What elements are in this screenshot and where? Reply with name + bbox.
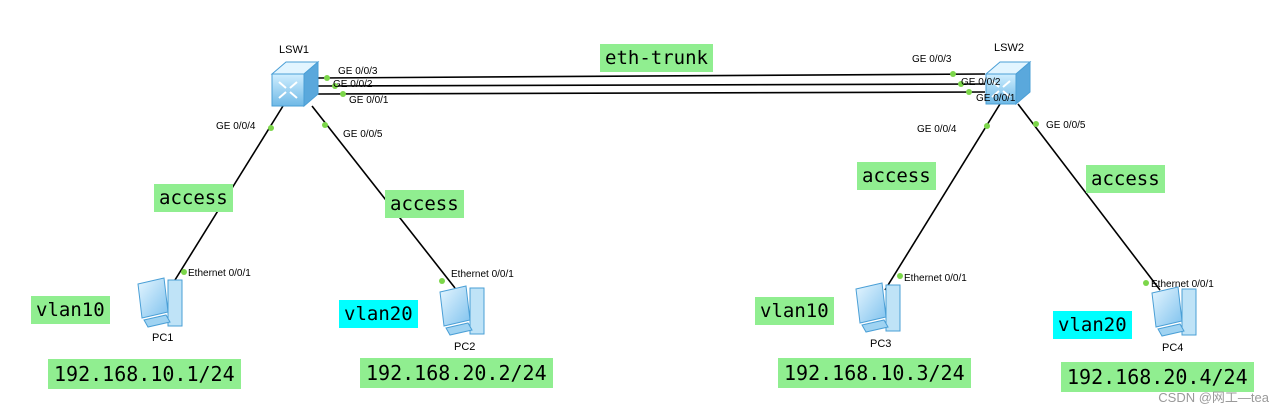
port-label: GE 0/0/4: [917, 124, 957, 135]
port-dot: [322, 122, 328, 128]
port-dot: [950, 71, 956, 77]
port-label: GE 0/0/2: [333, 79, 373, 90]
switch-lsw2[interactable]: LSW2: [984, 42, 1032, 106]
pc-tower: [1181, 288, 1197, 336]
pc-name: PC1: [152, 332, 173, 344]
port-dot: [340, 91, 346, 97]
link-lsw1-pc2: [311, 105, 456, 289]
port-dot: [984, 123, 990, 129]
switch-name: LSW2: [994, 42, 1024, 54]
access-label-pc1: access: [154, 184, 233, 212]
port-label: Ethernet 0/0/1: [1151, 279, 1214, 290]
port-dot: [1143, 280, 1149, 286]
pc-pc3[interactable]: PC3: [855, 282, 901, 350]
monitor-icon: [439, 285, 471, 327]
port-dot: [181, 269, 187, 275]
port-dots: [181, 71, 1149, 286]
pc-name: PC3: [870, 338, 891, 350]
port-dot: [439, 278, 445, 284]
vlan-label-pc3: vlan10: [755, 297, 834, 325]
port-dot: [332, 83, 338, 89]
link-lsw2-pc4: [1017, 103, 1161, 291]
port-label: Ethernet 0/0/1: [904, 273, 967, 284]
pc-pc1[interactable]: PC1: [137, 277, 183, 344]
switch-lsw1[interactable]: LSW1: [270, 44, 320, 108]
vlan-label-pc4: vlan20: [1053, 311, 1132, 339]
ip-label-pc3: 192.168.10.3/24: [778, 358, 971, 388]
pc-name: PC2: [454, 341, 475, 353]
vlan-label-pc1: vlan10: [31, 296, 110, 324]
ip-label-pc4: 192.168.20.4/24: [1061, 362, 1254, 392]
port-dot: [966, 89, 972, 95]
trunk-link-ge1: [317, 91, 986, 95]
port-label: Ethernet 0/0/1: [188, 268, 251, 279]
pc-pc2[interactable]: PC2: [439, 285, 485, 353]
port-labels: GE 0/0/3 GE 0/0/2 GE 0/0/1 GE 0/0/4 GE 0…: [188, 54, 1214, 290]
trunk-link-ge2: [317, 83, 986, 87]
switch-icon-front: [985, 73, 1017, 105]
port-label: GE 0/0/4: [216, 121, 256, 132]
port-label: Ethernet 0/0/1: [451, 269, 514, 280]
switch-name: LSW1: [279, 44, 309, 56]
access-label-pc4: access: [1086, 165, 1165, 193]
access-label-pc2: access: [385, 190, 464, 218]
port-label: GE 0/0/3: [912, 54, 952, 65]
port-dot: [897, 273, 903, 279]
port-label: GE 0/0/1: [976, 93, 1016, 104]
access-links: [169, 103, 1161, 291]
pc-name: PC4: [1162, 342, 1183, 354]
port-label: GE 0/0/1: [349, 95, 389, 106]
trunk-links: [317, 73, 986, 95]
switch-icon-front: [271, 73, 305, 107]
access-label-pc3: access: [857, 162, 936, 190]
link-lsw2-pc3: [884, 103, 1001, 291]
monitor-icon: [1151, 286, 1183, 328]
port-dot: [268, 125, 274, 131]
port-dot: [324, 75, 330, 81]
trunk-link-ge3: [317, 73, 986, 79]
ip-label-pc2: 192.168.20.2/24: [360, 358, 553, 388]
port-label: GE 0/0/2: [961, 77, 1001, 88]
pc-tower: [885, 284, 901, 332]
monitor-icon: [855, 282, 887, 324]
pc-tower: [167, 279, 183, 327]
pc-pc4[interactable]: PC4: [1151, 286, 1197, 354]
port-label: GE 0/0/5: [343, 129, 383, 140]
watermark: CSDN @网工—tea: [1158, 390, 1269, 405]
vlan-label-pc2: vlan20: [339, 300, 418, 328]
trunk-label: eth-trunk: [600, 44, 713, 72]
monitor-icon: [137, 277, 169, 319]
pc-tower: [469, 287, 485, 335]
port-label: GE 0/0/3: [338, 66, 378, 77]
port-dot: [1033, 121, 1039, 127]
port-label: GE 0/0/5: [1046, 120, 1086, 131]
ip-label-pc1: 192.168.10.1/24: [48, 359, 241, 389]
port-dot: [958, 81, 964, 87]
